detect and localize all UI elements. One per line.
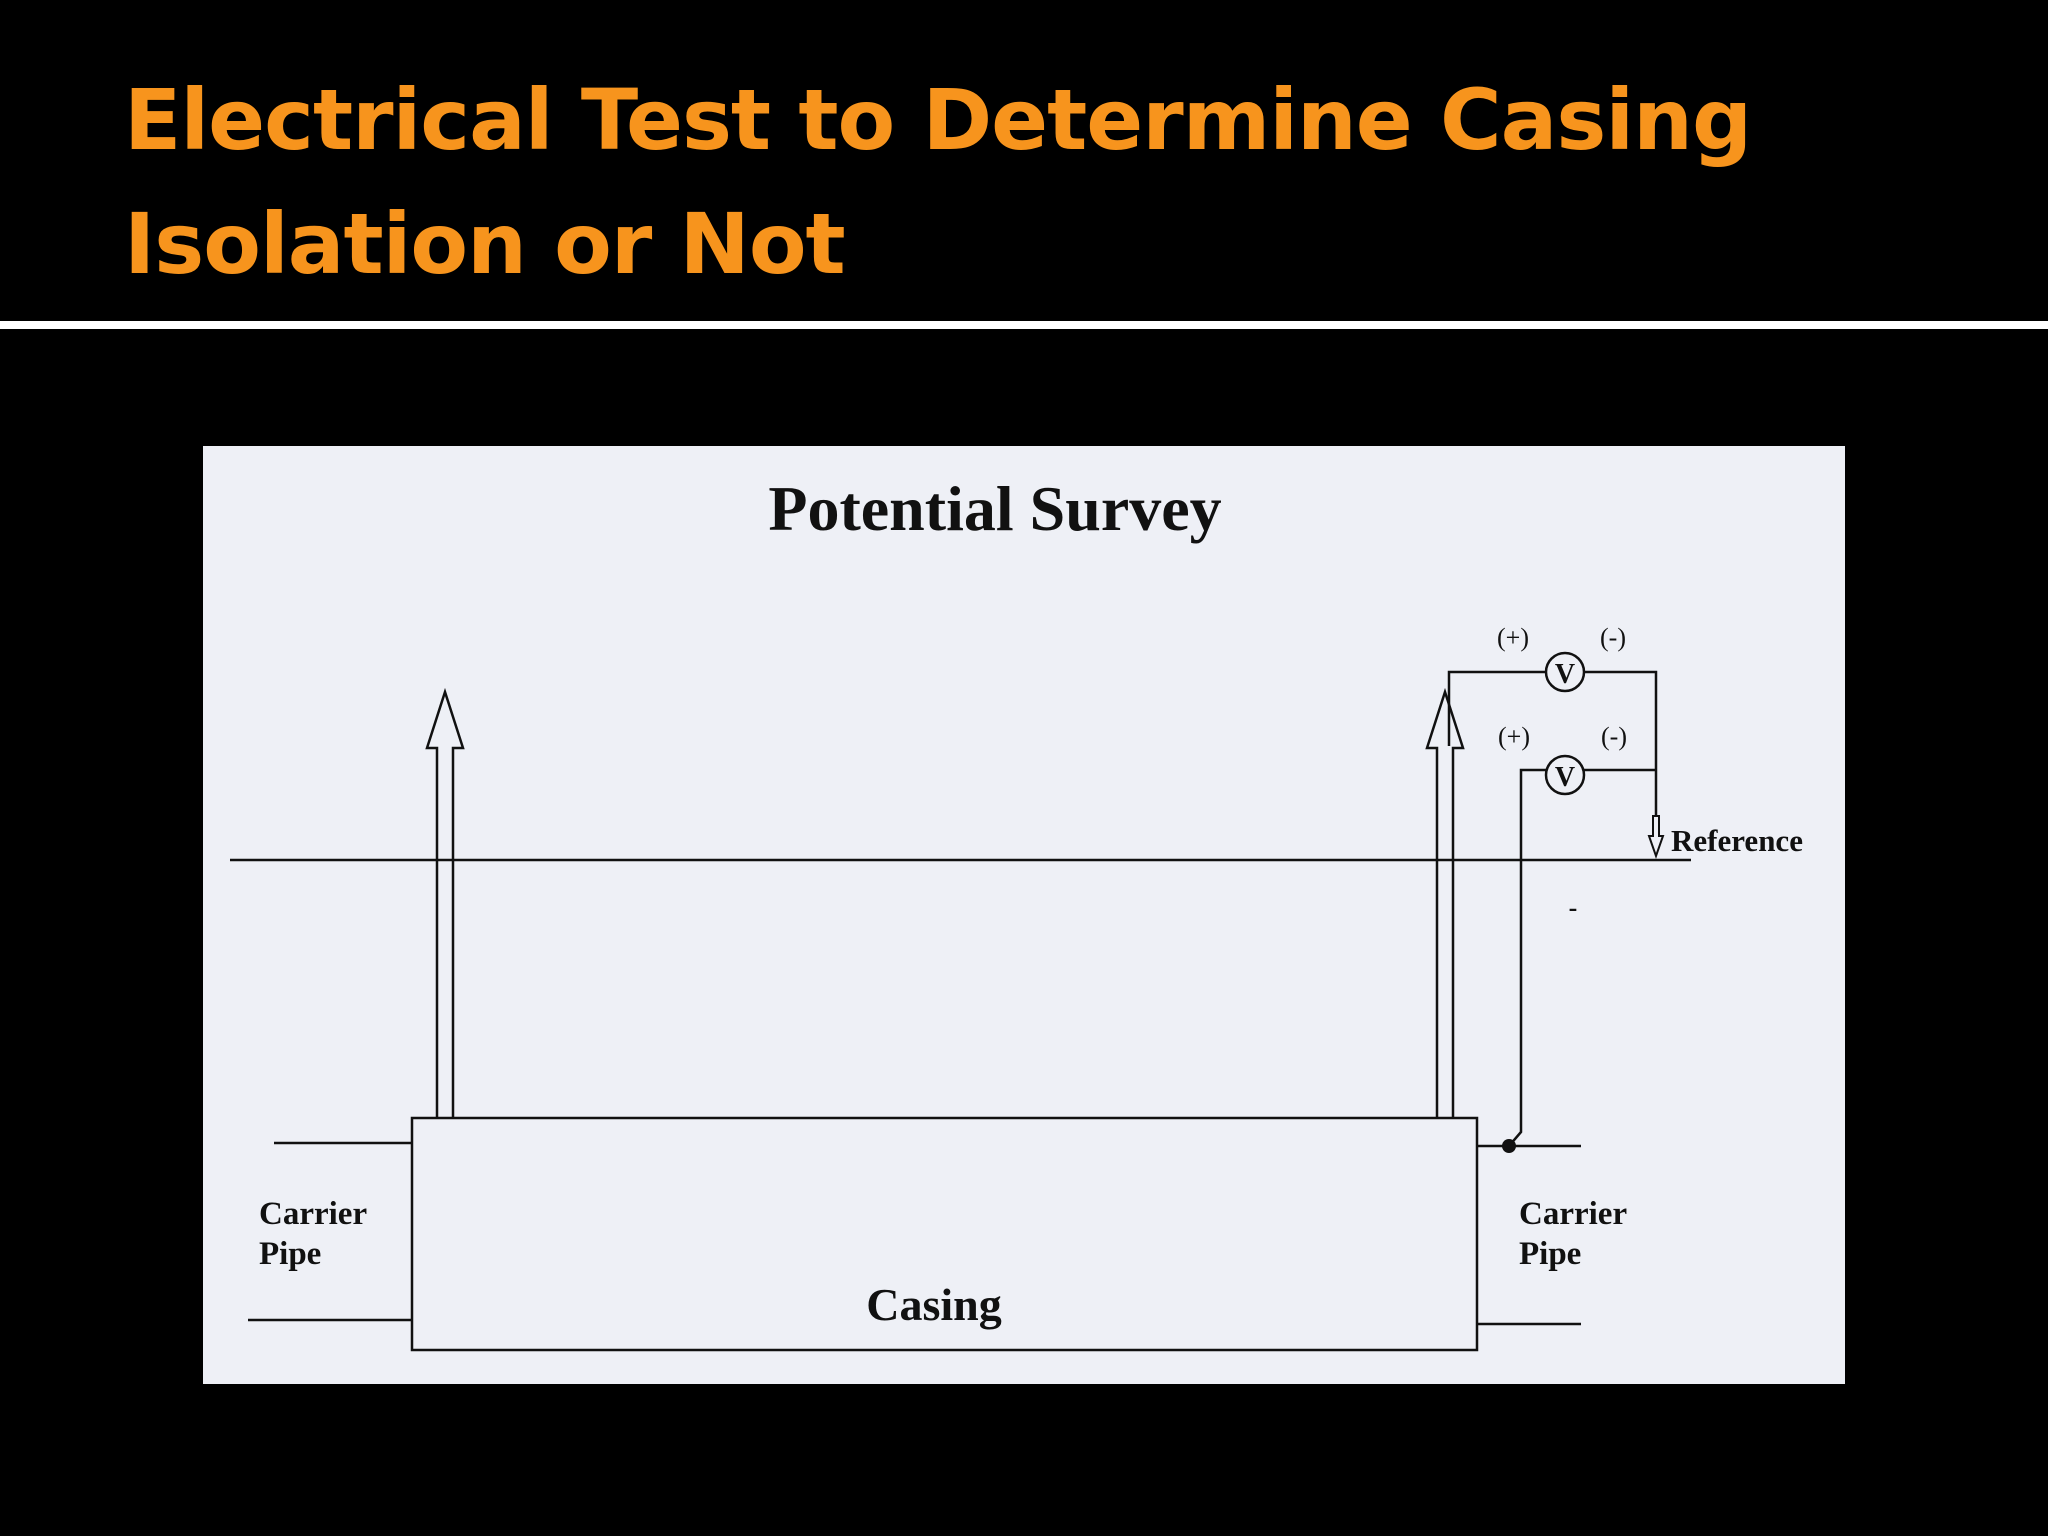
top-meter-lead-plus xyxy=(1447,670,1546,746)
voltmeter-bottom-symbol: V xyxy=(1555,762,1575,793)
stray-mark: - xyxy=(1569,893,1578,922)
voltmeter-top-plus: (+) xyxy=(1497,623,1529,652)
carrier-pipe-left-label-1: Carrier xyxy=(259,1196,367,1232)
voltmeter-top-symbol: V xyxy=(1555,659,1575,690)
voltmeter-bottom-minus: (-) xyxy=(1601,722,1627,751)
test-lead-right-arrow xyxy=(1425,687,1465,1118)
voltmeter-top-minus: (-) xyxy=(1600,623,1626,652)
slide-title-line-1: Electrical Test to Determine Casing xyxy=(124,71,1752,169)
reference-label: Reference xyxy=(1671,823,1803,858)
bottom-meter-lead-plus xyxy=(1508,768,1546,1147)
carrier-pipe-connection-dot xyxy=(1502,1139,1516,1153)
casing-label: Casing xyxy=(866,1279,1001,1330)
carrier-pipe-right-label-2: Pipe xyxy=(1519,1236,1581,1272)
voltmeter-bottom xyxy=(1544,754,1586,796)
carrier-pipe-left-label-2: Pipe xyxy=(259,1236,321,1272)
test-lead-left-arrow xyxy=(425,687,465,1118)
slide-title-line-2: Isolation or Not xyxy=(124,195,846,293)
carrier-pipe-right-label-1: Carrier xyxy=(1519,1196,1627,1232)
top-meter-lead-minus xyxy=(1584,670,1658,816)
voltmeter-bottom-plus: (+) xyxy=(1498,722,1530,751)
voltmeter-top xyxy=(1544,651,1586,693)
reference-electrode-arrow xyxy=(1647,815,1665,860)
diagram-title: Potential Survey xyxy=(768,473,1221,544)
casing-box xyxy=(410,1116,1479,1352)
potential-survey-diagram: Potential Survey Casing Carrier Pipe Car… xyxy=(203,446,1845,1384)
title-divider xyxy=(0,321,2048,329)
slide-title: Electrical Test to Determine Casing Isol… xyxy=(124,58,1824,306)
diagram-canvas: Potential Survey Casing Carrier Pipe Car… xyxy=(230,473,1803,1352)
